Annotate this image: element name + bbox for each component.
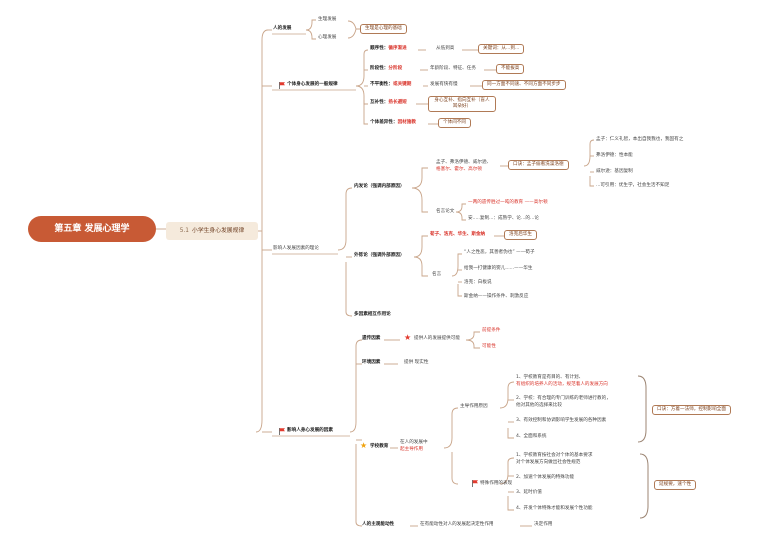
law-sequence-desc[interactable]: 从低到高 <box>436 46 455 51</box>
school-desc-1[interactable]: 在人的发展中 <box>400 440 428 445</box>
genetic-possibility[interactable]: 可能性 <box>482 344 496 349</box>
lead-reason-2a[interactable]: 2、学校：有合理的专门训练的老师进行教的， <box>516 396 611 401</box>
inner-famous-quotes[interactable]: 名言论文 <box>436 209 455 214</box>
outer-quote-xunzi[interactable]: “人之性恶，其善者伪也” ——荀子 <box>464 250 535 255</box>
law-complement[interactable]: 互补性：扬长避短 <box>370 100 407 106</box>
outer-mnemonic-box[interactable]: 洛克后华生 <box>504 230 537 240</box>
law-sequence-box[interactable]: 关键词：从...到... <box>478 44 525 54</box>
special-mnemonic-box[interactable]: 延规要，速个性 <box>654 480 697 490</box>
law-imbalance[interactable]: 不平衡性：或关键期 <box>370 82 411 88</box>
law-imbalance-box[interactable]: 同一方面不同速、不同方面不同步步 <box>482 80 566 90</box>
theory-outer[interactable]: 外铄论（强调外部原因） <box>354 253 405 258</box>
school-leading-reasons[interactable]: 主导作用原因 <box>460 404 488 409</box>
law-individual-key: 因材施教 <box>397 120 416 125</box>
factor-environment[interactable]: 环境因素 <box>362 360 381 365</box>
inner-detail-galton[interactable]: ...可引用：优生学，社会生活不知足 <box>596 183 670 188</box>
note-physiology-basis[interactable]: 生理是心理的基础 <box>360 24 407 34</box>
law-sequence-key: 循序渐进 <box>388 46 407 51</box>
lead-reason-1b[interactable]: 有组织的培养人的活动，规范着人的发展方向 <box>516 382 608 387</box>
branch-human-development[interactable]: 人的发展 <box>273 26 292 31</box>
law-imbalance-desc[interactable]: 发展有快有慢 <box>430 82 458 87</box>
node-physiological[interactable]: 生理发展 <box>318 17 337 22</box>
law-complement-key: 扬长避短 <box>388 100 407 105</box>
branch-general-laws[interactable]: 个体身心发展的一般规律 <box>287 82 338 87</box>
outer-quote-locke[interactable]: 洛克：白板说 <box>464 280 492 285</box>
star-icon: ★ <box>404 333 412 342</box>
section-number: 5.1 <box>179 228 190 234</box>
lead-reason-2b[interactable]: 他对其他的选择来比较 <box>516 403 562 408</box>
law-individual[interactable]: 个体差异性：因材施教 <box>370 120 416 126</box>
inner-quote-galton[interactable]: 一两的遗传胜过一吨的教育 ——高尔顿 <box>468 200 548 205</box>
law-stage[interactable]: 阶段性：分阶段 <box>370 66 402 72</box>
law-imbalance-key: 或关键期 <box>392 82 412 87</box>
law-sequence[interactable]: 顺序性：循序渐进 <box>370 46 407 52</box>
factor-school[interactable]: 学校教育 <box>370 444 389 449</box>
special-role-3[interactable]: 3、延时价值 <box>516 490 542 495</box>
branch-influence-factors[interactable]: 影响人身心发展的因素 <box>287 428 333 433</box>
law-individual-label: 个体差异性： <box>370 120 398 125</box>
law-stage-key: 分阶段 <box>388 66 403 71</box>
flag-icon <box>472 480 478 487</box>
environment-desc[interactable]: 提供 现实性 <box>404 360 429 365</box>
outer-quote-watson[interactable]: 给我一打健康的婴儿......——华生 <box>464 266 533 271</box>
inner-detail-freud[interactable]: 弗洛伊德：性本能 <box>596 153 633 158</box>
lead-reason-4[interactable]: 4、全面和系统 <box>516 434 547 439</box>
star-icon: ★ <box>360 441 368 450</box>
law-stage-desc[interactable]: 年龄阶段、特征、任务 <box>430 66 476 71</box>
flag-icon <box>279 82 285 89</box>
special-role-1a[interactable]: 1、学校教育按社会对个体的基本要求 <box>516 453 593 458</box>
special-role-2[interactable]: 2、加速个体发展的特殊功能 <box>516 475 575 480</box>
genetic-desc[interactable]: 提供人的发展提供可能 <box>414 336 460 341</box>
inner-detail-wilson[interactable]: 威尔逊：基因复制 <box>596 169 633 174</box>
lead-reason-3[interactable]: 3、有效控制和协调影响学生发展的各种因素 <box>516 418 607 423</box>
law-stage-box[interactable]: 不能拔高 <box>496 64 525 74</box>
outer-people[interactable]: 荀子、洛克、华生、斯金纳 <box>430 232 486 237</box>
inner-detail-mencius[interactable]: 孟子：仁义礼智，本出自我我也，我固有之 <box>596 137 684 142</box>
outer-famous-quotes[interactable]: 名言 <box>432 272 442 277</box>
law-sequence-label: 顺序性： <box>370 46 389 51</box>
lead-mnemonic-box[interactable]: 口诀：方着一法师，控制影响全面 <box>652 405 731 415</box>
branch-theories[interactable]: 影响人发展因素的理论 <box>273 246 319 251</box>
root-topic[interactable]: 第五章 发展心理学 <box>28 216 156 242</box>
school-desc-2[interactable]: 起主导作用 <box>400 447 423 452</box>
outer-quote-skinner[interactable]: 斯金纳——操作条件、刺激反应 <box>464 294 529 299</box>
genetic-precondition[interactable]: 前提条件 <box>482 328 501 333</box>
law-individual-box[interactable]: 个体间不同 <box>438 118 471 128</box>
special-role-1b[interactable]: 对个体发展方向做出社会性规范 <box>516 460 581 465</box>
law-complement-box[interactable]: 身心互补、指向互补（盲人耳朵好） <box>428 96 496 112</box>
subjective-desc[interactable]: 在有能动性对人的发展起决定性作用 <box>420 522 494 527</box>
section-title: 小学生身心发展规律 <box>192 228 245 234</box>
theory-multifactor[interactable]: 多因素相互作用论 <box>354 312 391 317</box>
node-psychological[interactable]: 心理发展 <box>318 35 337 40</box>
law-stage-label: 阶段性： <box>370 66 389 71</box>
inner-people-line2[interactable]: 格塞尔、霍尔、高尔顿 <box>436 167 482 172</box>
flag-icon <box>279 428 285 435</box>
inner-quote-gesell[interactable]: 安.....复制...：成熟学、论...的...论 <box>468 216 539 221</box>
law-imbalance-label: 不平衡性： <box>370 82 393 87</box>
inner-people-line1[interactable]: 孟子、弗洛伊德、威尔逊、 <box>436 160 492 165</box>
law-complement-label: 互补性： <box>370 100 389 105</box>
factor-genetic[interactable]: 遗传因素 <box>362 336 381 341</box>
school-special-role[interactable]: 特殊作用的表现 <box>480 481 513 486</box>
factor-subjective[interactable]: 人的主观能动性 <box>362 522 395 527</box>
theory-inner[interactable]: 内发论（强调内部原因） <box>354 184 405 189</box>
lead-reason-1a[interactable]: 1、学校教育是有目的、有计划、 <box>516 375 584 380</box>
subjective-tail[interactable]: 决定作用 <box>534 522 553 527</box>
inner-mnemonic-box[interactable]: 口诀：孟子偷看洗澡洛德 <box>508 160 569 170</box>
special-role-4[interactable]: 4、开发个体特殊才能和发展个性功能 <box>516 506 593 511</box>
